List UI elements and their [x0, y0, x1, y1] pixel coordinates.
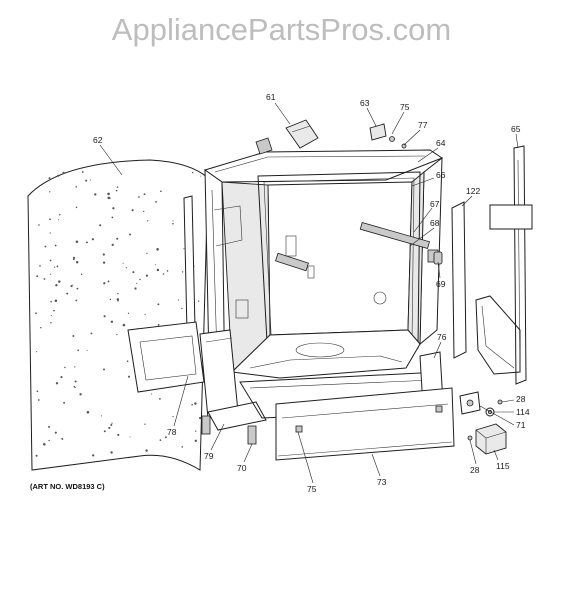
callout-66: 66: [436, 170, 446, 180]
part-65-side-panel: [475, 145, 533, 385]
callout-labels: 61 63 75 77 64 62 65 66 122 67 68 69 76 …: [93, 92, 530, 494]
part-28-screw: [467, 435, 473, 441]
callout-114: 114: [516, 407, 530, 417]
callout-62: 62: [93, 135, 103, 145]
part-tub-frame: [203, 149, 444, 411]
watermark-text: AppliancePartsPros.com: [111, 12, 452, 47]
leader-lines: [99, 102, 519, 484]
callout-77: 77: [418, 120, 428, 130]
callout-75-top: 75: [400, 102, 410, 112]
callout-68: 68: [430, 218, 440, 228]
callout-61: 61: [266, 92, 276, 102]
callout-67: 67: [430, 199, 440, 209]
part-71-bracket: [459, 391, 503, 417]
callout-64: 64: [436, 138, 446, 148]
callout-28-top: 28: [516, 394, 526, 404]
part-73-kick-panel: [275, 387, 455, 461]
callout-115: 115: [496, 461, 510, 471]
part-115-cover: [475, 423, 507, 455]
callout-70: 70: [237, 463, 247, 473]
callout-122: 122: [466, 186, 480, 196]
part-base: [127, 321, 445, 445]
callout-78: 78: [167, 427, 177, 437]
art-number-label: (ART NO. WD8193 C): [30, 482, 105, 491]
part-63-clip: [369, 123, 407, 149]
callout-63: 63: [360, 98, 370, 108]
callout-28-bottom: 28: [470, 465, 480, 475]
part-122-gasket-strip: [451, 201, 467, 359]
part-62-insulation-blanket: [27, 159, 209, 471]
callout-69: 69: [436, 279, 446, 289]
callout-79: 79: [204, 451, 214, 461]
callout-76: 76: [437, 332, 447, 342]
part-61-bracket: [255, 119, 319, 155]
callout-71: 71: [516, 420, 526, 430]
callout-73: 73: [377, 477, 387, 487]
callout-65: 65: [511, 124, 521, 134]
callout-75-bottom: 75: [307, 484, 317, 494]
